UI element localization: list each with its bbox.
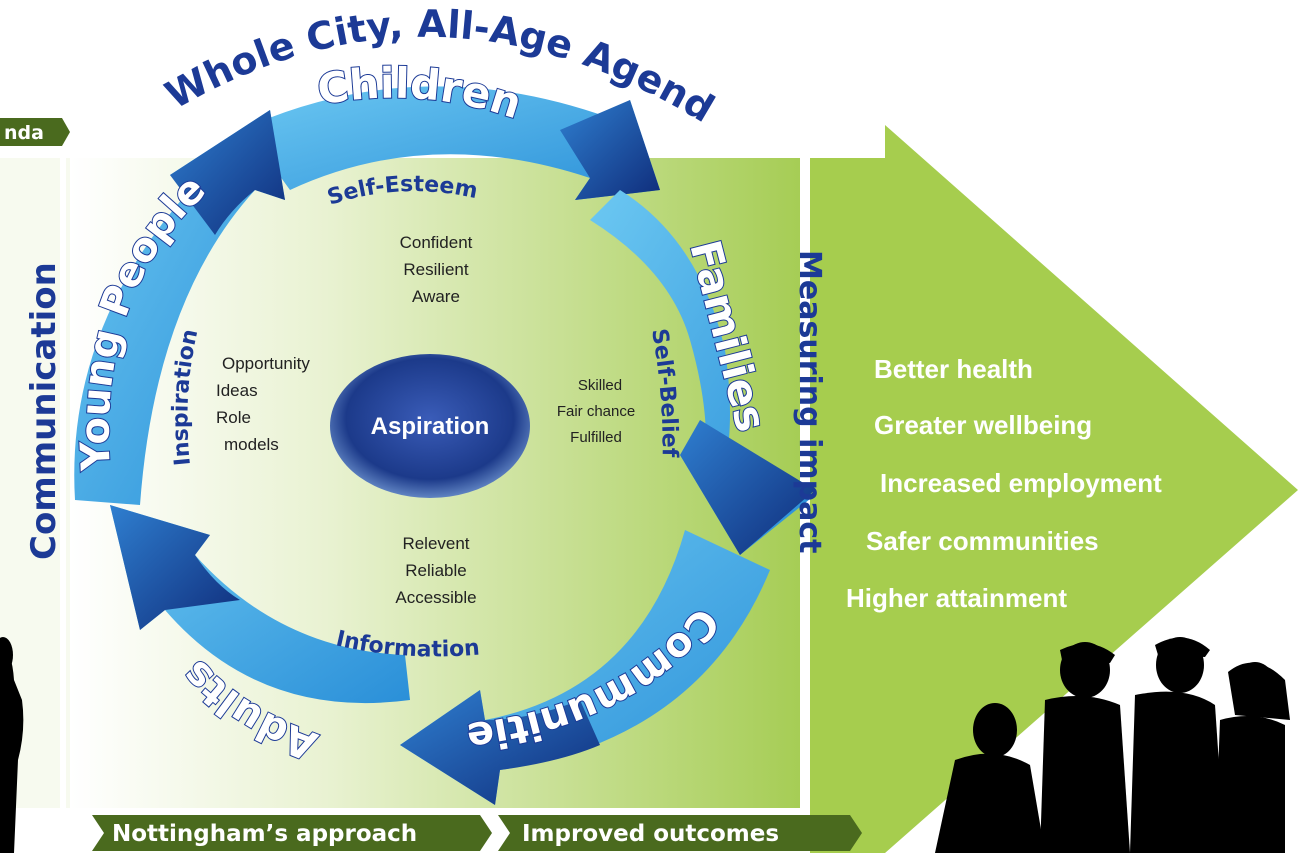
outcome-1: Better health <box>874 354 1033 384</box>
top-item-3: Aware <box>412 287 460 306</box>
communities-arrow-head <box>400 690 600 805</box>
top-item-1: Confident <box>400 233 473 252</box>
outcomes-tag-label: Improved outcomes <box>522 821 779 847</box>
left-tag-shape <box>0 118 70 146</box>
bottom-item-2: Reliable <box>405 561 466 580</box>
outcome-4: Safer communities <box>866 526 1099 556</box>
right-item-3: Fulfilled <box>570 429 622 446</box>
left-tag: nda <box>4 122 44 144</box>
families-arrow <box>590 190 815 555</box>
aspiration-ellipse <box>330 354 530 498</box>
children-arrow <box>245 86 660 200</box>
cycle-ring <box>74 86 815 805</box>
right-item-1: Skilled <box>578 377 622 394</box>
young-people-arrow-head <box>170 110 285 235</box>
outcome-5: Higher attainment <box>846 583 1067 613</box>
left-item-4: models <box>224 435 279 454</box>
outcome-2: Greater wellbeing <box>874 410 1092 440</box>
top-item-2: Resilient <box>403 260 468 279</box>
right-item-2: Fair chance <box>557 403 635 420</box>
measuring-impact-label: Measuring impact <box>792 250 827 554</box>
outcomes-arrow <box>810 125 1298 853</box>
children-arrow-head <box>560 100 660 200</box>
people-silhouette-left <box>0 637 24 853</box>
left-item-3: Role <box>216 408 251 427</box>
adults-arrow-head <box>110 505 240 630</box>
outcomes-tag-shape <box>498 815 862 851</box>
left-item-2: Ideas <box>216 381 258 400</box>
approach-tag-shape <box>92 815 492 851</box>
left-item-1: Opportunity <box>222 354 310 373</box>
bottom-item-1: Relevent <box>402 534 469 553</box>
outcome-3: Increased employment <box>880 468 1162 498</box>
aspiration-label: Aspiration <box>371 413 490 440</box>
approach-label: Nottingham’s approach <box>112 821 417 847</box>
people-silhouette-group <box>935 637 1290 853</box>
families-arrow-head <box>680 420 815 555</box>
communication-label: Communication <box>24 262 64 560</box>
bottom-item-3: Accessible <box>395 588 476 607</box>
